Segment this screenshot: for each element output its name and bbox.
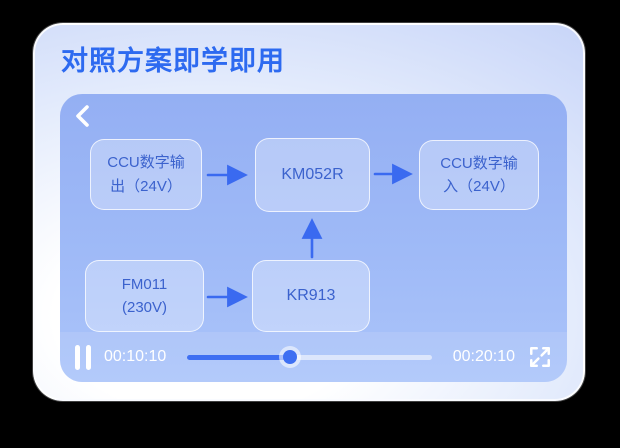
page-title: 对照方案即学即用 <box>61 46 285 76</box>
fullscreen-button[interactable] <box>528 345 552 369</box>
node-label-line: 入（24V） <box>443 178 515 195</box>
progress-thumb[interactable] <box>278 346 301 368</box>
progress-track <box>187 354 432 360</box>
lesson-card: 对照方案即学即用 CCU数字输 出（24V） KM052R CCU数字输 入（2… <box>33 23 585 401</box>
node-label-line: KR913 <box>286 286 336 304</box>
video-diagram-panel: CCU数字输 出（24V） KM052R CCU数字输 入（24V） FM011… <box>60 94 567 382</box>
node-label-line: (230V) <box>121 299 168 316</box>
player-controls-bar: 00:10:10 00:20:10 <box>60 332 567 382</box>
fullscreen-icon <box>530 347 550 367</box>
current-time: 00:10:10 <box>104 348 167 365</box>
back-button[interactable] <box>68 101 98 131</box>
node-label-line: FM011 <box>121 275 168 293</box>
diagram-node-fm011: FM011 (230V) <box>85 260 204 332</box>
diagram-node-kr913: KR913 <box>252 260 370 332</box>
diagram-node-km052r: KM052R <box>255 138 370 212</box>
pause-button[interactable] <box>75 344 91 370</box>
diagram-node-ccu-input: CCU数字输 入（24V） <box>419 140 539 210</box>
progress-fill <box>187 354 290 360</box>
chevron-left-icon <box>76 105 89 127</box>
progress-thumb-dot <box>282 350 297 364</box>
node-label-line: 出（24V） <box>110 177 182 195</box>
pause-icon <box>75 344 80 370</box>
progress-slider[interactable] <box>187 346 432 368</box>
diagram-node-ccu-output: CCU数字输 出（24V） <box>90 139 202 210</box>
node-label-line: CCU数字输 <box>440 154 518 172</box>
node-label-line: CCU数字输 <box>107 154 185 172</box>
pause-icon <box>86 344 91 370</box>
total-time: 00:20:10 <box>452 348 515 365</box>
node-label-line: KM052R <box>281 165 344 183</box>
